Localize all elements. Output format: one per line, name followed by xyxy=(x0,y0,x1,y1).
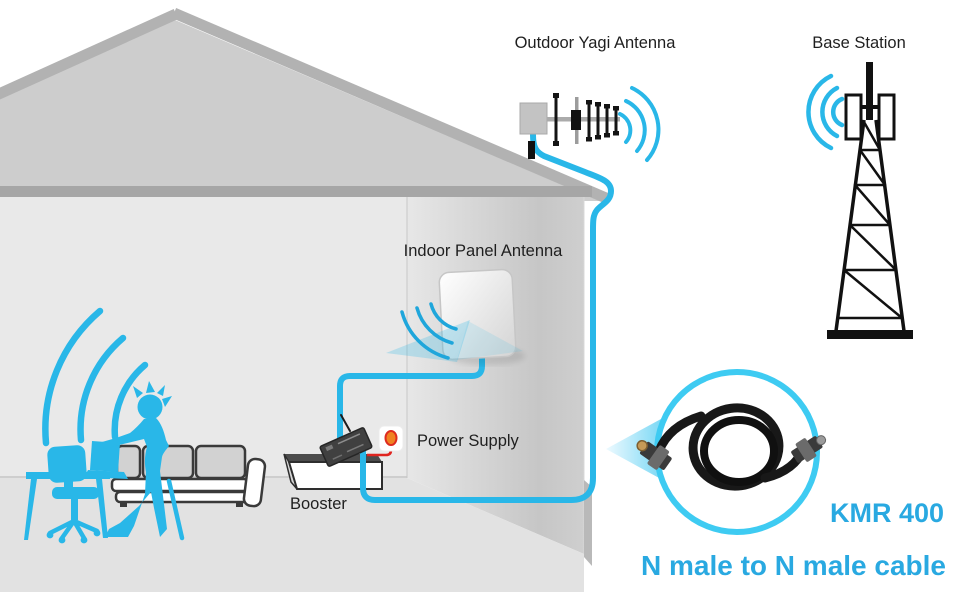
n-male-connector-left xyxy=(636,439,672,470)
tower-base xyxy=(827,330,913,339)
tower-mast xyxy=(866,62,873,120)
booster-print-line xyxy=(332,454,343,460)
chair-wheel xyxy=(58,536,66,544)
base-station-label: Base Station xyxy=(812,34,906,52)
indoor-panel-antenna xyxy=(386,268,525,365)
power-outlet xyxy=(378,425,404,452)
person-body xyxy=(102,418,169,537)
roof-band-left xyxy=(0,8,179,100)
panel-body xyxy=(438,268,517,361)
cable-inset: KMR 400 N male to N male cable xyxy=(606,369,946,581)
sofa-foot-left xyxy=(120,502,127,507)
wall-outer-strip xyxy=(584,480,592,566)
office-chair xyxy=(46,445,101,544)
chair-base-spokes xyxy=(47,518,100,541)
outdoor-yagi-antenna-label: Outdoor Yagi Antenna xyxy=(515,34,677,52)
signal-wave-medium xyxy=(77,334,127,444)
indoor-antenna-cable xyxy=(337,345,485,451)
connector-pin xyxy=(816,435,827,446)
sofa-foot-right xyxy=(236,502,243,507)
cable-coil-inner xyxy=(700,416,778,486)
panel-wave-medium xyxy=(415,306,454,345)
base-station-tower xyxy=(806,62,913,339)
chair-seat xyxy=(52,487,99,499)
chair-wheel xyxy=(80,536,88,544)
outdoor-yagi-antenna xyxy=(519,86,661,162)
power-supply-label: Power Supply xyxy=(417,432,520,450)
booster-label: Booster xyxy=(290,495,347,513)
chair-wheel xyxy=(46,531,54,539)
person-hair-spikes xyxy=(133,381,172,407)
chair-bracket xyxy=(64,478,73,490)
panel-wave-small xyxy=(429,302,458,331)
sofa xyxy=(110,444,267,508)
connector-pin xyxy=(636,439,648,452)
person-head xyxy=(137,394,163,420)
laptop-screen xyxy=(90,441,120,472)
signal-wave-small xyxy=(111,361,149,441)
desk-leg-left xyxy=(24,479,37,540)
signal-wave-large xyxy=(42,307,104,447)
booster-print-line xyxy=(346,443,364,453)
floor xyxy=(0,478,584,592)
chair-back xyxy=(47,445,87,483)
indoor-panel-antenna-label: Indoor Panel Antenna xyxy=(404,242,564,260)
booster-led xyxy=(325,444,334,452)
tower-signal-waves xyxy=(806,73,845,151)
inset-model-label: KMR 400 xyxy=(830,498,944,528)
booster-device xyxy=(319,414,373,467)
outdoor-coax-cable xyxy=(360,132,615,503)
tower-crossbar xyxy=(852,105,888,109)
booster-stand xyxy=(283,453,383,490)
n-male-connector-right xyxy=(791,435,827,463)
tower-wave-large xyxy=(806,73,834,151)
yagi-signal-waves xyxy=(618,86,661,162)
sofa-armrest xyxy=(242,457,267,508)
yagi-element-caps xyxy=(553,93,619,146)
inset-description-label: N male to N male cable xyxy=(641,550,946,581)
yagi-mount-bracket xyxy=(528,141,535,159)
roof-eave xyxy=(0,186,592,197)
yagi-wave-medium xyxy=(624,99,647,153)
panel-beam-right xyxy=(457,321,523,360)
indoor-signal-waves xyxy=(42,307,149,447)
laptop-base xyxy=(84,470,128,479)
booster-print-line xyxy=(337,433,361,445)
stand-front-face xyxy=(287,461,383,490)
stool-leg xyxy=(166,478,185,541)
panel-wave-large xyxy=(400,310,450,360)
sofa-seat-slat-bottom xyxy=(114,490,250,504)
tower-panel-left xyxy=(844,93,863,141)
coax-cable-product xyxy=(636,403,827,491)
sofa-cushion-right xyxy=(194,444,247,480)
roof-band-right xyxy=(171,7,609,204)
tower-panel-right xyxy=(877,93,896,141)
booster-antenna xyxy=(340,414,351,432)
tower-wave-medium xyxy=(820,85,840,139)
booster-body xyxy=(319,427,373,467)
tower-wave-small xyxy=(831,96,845,128)
connector-nut xyxy=(795,438,817,462)
tower-braces xyxy=(838,121,904,320)
laptop xyxy=(84,441,128,479)
roof-fill xyxy=(0,20,600,201)
yagi-driven-element xyxy=(571,110,581,130)
yagi-feed-box xyxy=(519,102,548,135)
panel-signal-waves xyxy=(400,302,458,360)
chair-stem xyxy=(71,499,78,520)
indoor-user-scene xyxy=(24,307,185,544)
sofa-seat-slat-top xyxy=(110,477,250,493)
house xyxy=(0,7,609,592)
outlet-socket xyxy=(384,430,398,446)
connector-nut xyxy=(647,445,670,470)
yagi-elements xyxy=(554,96,618,144)
yagi-wave-large xyxy=(630,86,661,162)
person-silhouette xyxy=(102,381,172,537)
panel-beam-left xyxy=(386,320,470,362)
yagi-wave-small xyxy=(618,112,633,144)
yagi-boom xyxy=(547,117,620,122)
chair-wheel xyxy=(93,529,101,537)
